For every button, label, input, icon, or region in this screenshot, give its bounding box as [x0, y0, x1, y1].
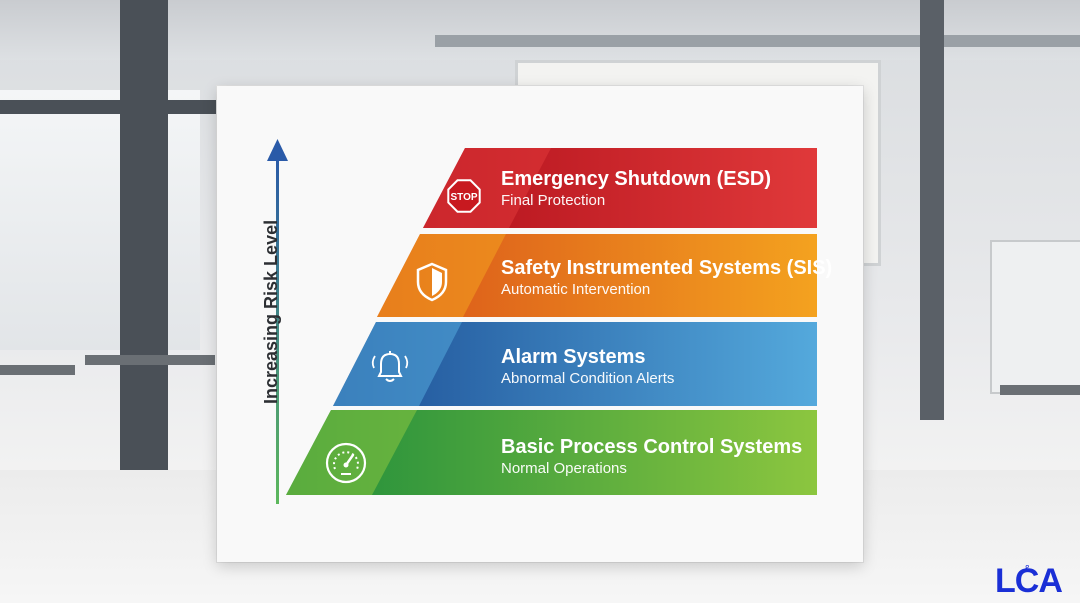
stop-sign-text: STOP: [450, 192, 477, 203]
tier-sis-subtitle: Automatic Intervention: [501, 281, 651, 298]
risk-arrow-head: [267, 139, 288, 161]
bell-icon: [371, 351, 409, 382]
tier-alarm-subtitle: Abnormal Condition Alerts: [501, 370, 675, 387]
background-desk: [1000, 385, 1080, 395]
tier-bpcs-subtitle: Normal Operations: [501, 460, 627, 477]
tier-bpcs-text: Basic Process Control Systems Normal Ope…: [501, 436, 802, 478]
background-desk: [0, 365, 75, 375]
logo-text: LCA: [995, 562, 1063, 600]
company-logo: LCA &: [995, 562, 1075, 600]
diagram-board: STOP Increasing Risk Level Emergency Shu…: [217, 86, 863, 562]
tier-alarm-text: Alarm Systems Abnormal Condition Alerts: [501, 346, 674, 388]
tier-bpcs-title: Basic Process Control Systems: [501, 436, 803, 458]
risk-arrow-shaft: [276, 156, 279, 504]
tier-sis-text: Safety Instrumented Systems (SIS) Automa…: [501, 257, 832, 299]
shield-icon: [416, 262, 448, 302]
steel-column: [120, 0, 168, 470]
steel-beam: [0, 100, 220, 114]
tier-bpcs-icon-block: [286, 410, 417, 495]
background-desk: [85, 355, 215, 365]
axis-label: Increasing Risk Level: [261, 219, 281, 404]
tier-esd-title: Emergency Shutdown (ESD): [501, 168, 772, 190]
window-wall: [0, 90, 200, 350]
ceiling-pipe: [435, 35, 1080, 47]
tier-esd-subtitle: Final Protection: [501, 192, 606, 209]
ceiling: [0, 0, 1080, 60]
tier-bpcs-band: [286, 410, 817, 495]
tier-alarm-icon-block: [333, 322, 462, 406]
stop-sign-icon: STOP: [447, 179, 481, 213]
steel-column: [920, 0, 944, 420]
risk-pyramid-diagram: STOP: [267, 139, 817, 504]
tier-sis-title: Safety Instrumented Systems (SIS): [501, 257, 833, 279]
background-panel: [990, 240, 1080, 394]
logo-ampersand: &: [1024, 564, 1031, 575]
tier-alarm-band: [333, 322, 817, 406]
tier-esd-text: Emergency Shutdown (ESD) Final Protectio…: [501, 168, 771, 210]
gauge-icon: [325, 442, 367, 484]
tier-alarm-title: Alarm Systems: [501, 346, 646, 368]
